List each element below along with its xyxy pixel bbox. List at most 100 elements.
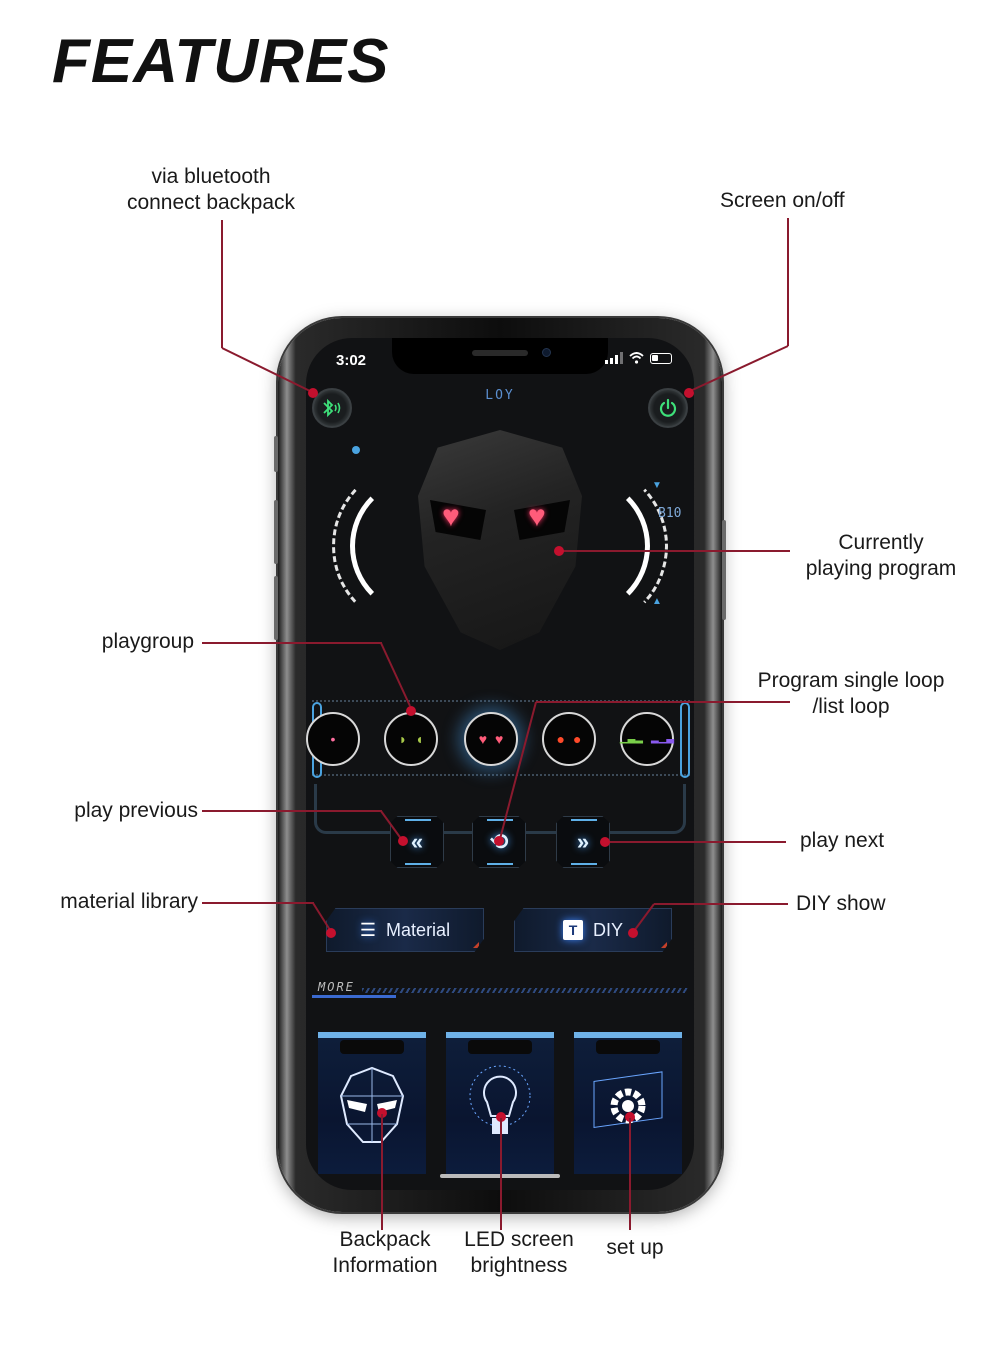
battery-icon	[650, 352, 672, 364]
playgroup-item-partial-face[interactable]: •	[306, 712, 360, 766]
annotation-loop: Program single loop /list loop	[746, 668, 956, 720]
hud-hex-dot	[352, 446, 360, 454]
page-title: FEATURES	[52, 27, 390, 96]
corner-accent	[661, 942, 667, 948]
annotation-backpack-info: Backpack Information	[318, 1227, 452, 1279]
app-screen: 3:02 LOY B10 ▼ ▲	[306, 338, 694, 1190]
phone-volume-up	[274, 500, 278, 564]
playgroup-item-equalizer-eyes[interactable]: ▁▃▂▂▁▃	[620, 712, 674, 766]
heart-icon: ♥	[528, 500, 546, 533]
leader-line	[202, 642, 382, 644]
screen-power-button[interactable]	[648, 388, 688, 428]
settings-card[interactable]	[574, 1032, 682, 1174]
annotation-material-library: material library	[60, 890, 198, 913]
status-icons	[605, 352, 672, 364]
diy-label: DIY	[592, 919, 623, 940]
leader-dot	[684, 388, 694, 398]
status-time: 3:02	[336, 352, 367, 369]
annotation-text: via bluetooth	[151, 165, 271, 188]
annotation-diy-show: DIY show	[796, 892, 886, 915]
annotation-screen-toggle: Screen on/off	[720, 189, 845, 212]
current-program-backpack[interactable]: ♥ ♥	[418, 430, 582, 650]
annotation-play-previous: play previous	[74, 799, 198, 822]
more-divider	[362, 988, 688, 993]
hud-arc-right-outer	[518, 466, 668, 626]
more-underline	[312, 995, 396, 998]
play-previous-button[interactable]: «	[390, 816, 444, 868]
material-label: Material	[386, 919, 451, 940]
signal-icon	[605, 352, 623, 364]
leader-dot	[494, 836, 504, 846]
leader-dot	[496, 1112, 506, 1122]
leader-dot	[554, 546, 564, 556]
leader-line	[536, 701, 790, 703]
leader-line	[221, 347, 313, 393]
annotation-playgroup: playgroup	[101, 630, 194, 653]
wifi-icon	[629, 352, 644, 364]
leader-line	[381, 1114, 383, 1230]
playgroup-item-heart-eyes[interactable]: ♥♥	[464, 712, 518, 766]
leader-line	[312, 902, 331, 931]
layers-icon: ☰	[359, 919, 377, 940]
leader-dot	[377, 1108, 387, 1118]
leader-line	[629, 1118, 631, 1230]
playgroup-item-red-eyes[interactable]: ●●	[542, 712, 596, 766]
playgroup-bracket-right	[680, 702, 690, 778]
leader-line	[499, 701, 537, 840]
annotation-text: /list loop	[812, 695, 890, 718]
leader-dot	[326, 928, 336, 938]
hud-arrow-down-icon: ▼	[652, 480, 662, 491]
phone-side-button	[722, 520, 726, 620]
leader-line	[654, 903, 788, 905]
annotation-text: Currently	[838, 531, 924, 554]
phone-mute-switch	[274, 436, 278, 472]
leader-dot	[398, 836, 408, 846]
annotation-text: connect backpack	[126, 191, 296, 214]
playgroup-item-cat-eyes[interactable]: ◗◖	[384, 712, 438, 766]
backpack-information-card[interactable]	[318, 1032, 426, 1174]
annotation-text: playing program	[805, 557, 957, 580]
more-label: MORE	[318, 980, 355, 994]
leader-line	[560, 550, 790, 552]
leader-dot	[406, 706, 416, 716]
annotation-brightness: LED screen brightness	[452, 1227, 586, 1279]
annotation-play-next: play next	[800, 829, 885, 852]
hud-arc-left-inner	[350, 476, 490, 616]
backpack-mask-icon	[339, 1066, 405, 1143]
leader-line	[687, 345, 789, 393]
notch	[392, 338, 608, 374]
annotation-text: brightness	[470, 1254, 568, 1277]
playgroup: • ◗◖ ♥♥ ●● ▁▃▂▂▁▃	[306, 700, 690, 778]
annotation-setup: set up	[606, 1236, 664, 1259]
bluetooth-button[interactable]	[312, 388, 352, 428]
leader-line	[606, 841, 786, 843]
annotation-text: LED screen	[464, 1228, 574, 1251]
hud-arrow-up-icon: ▲	[652, 596, 662, 607]
card-cap	[596, 1040, 660, 1054]
speaker	[472, 350, 528, 356]
leader-line	[202, 902, 314, 904]
card-cap	[468, 1040, 532, 1054]
leader-line	[221, 220, 223, 348]
text-tool-icon: T	[562, 920, 583, 940]
brand-logo: LOY	[485, 388, 515, 403]
leader-dot	[308, 388, 318, 398]
hud-arc-right-inner	[510, 476, 650, 616]
leader-dot	[628, 928, 638, 938]
leader-line	[380, 642, 411, 707]
leader-line	[380, 810, 403, 841]
leader-dot	[600, 837, 610, 847]
chevrons-left-icon: «	[410, 829, 424, 854]
power-icon	[659, 398, 677, 417]
leader-line	[202, 810, 382, 812]
leader-line	[633, 903, 655, 932]
leader-line	[787, 218, 789, 346]
hud-arc-left-outer	[332, 466, 482, 626]
material-button[interactable]: ☰ Material	[326, 908, 484, 952]
annotation-text: Backpack	[339, 1228, 431, 1251]
annotation-bluetooth: via bluetooth connect backpack	[120, 164, 302, 216]
heart-icon: ♥	[442, 500, 460, 533]
annotation-text: Program single loop	[757, 669, 945, 692]
leader-dot	[625, 1112, 635, 1122]
bluetooth-icon	[323, 398, 341, 418]
